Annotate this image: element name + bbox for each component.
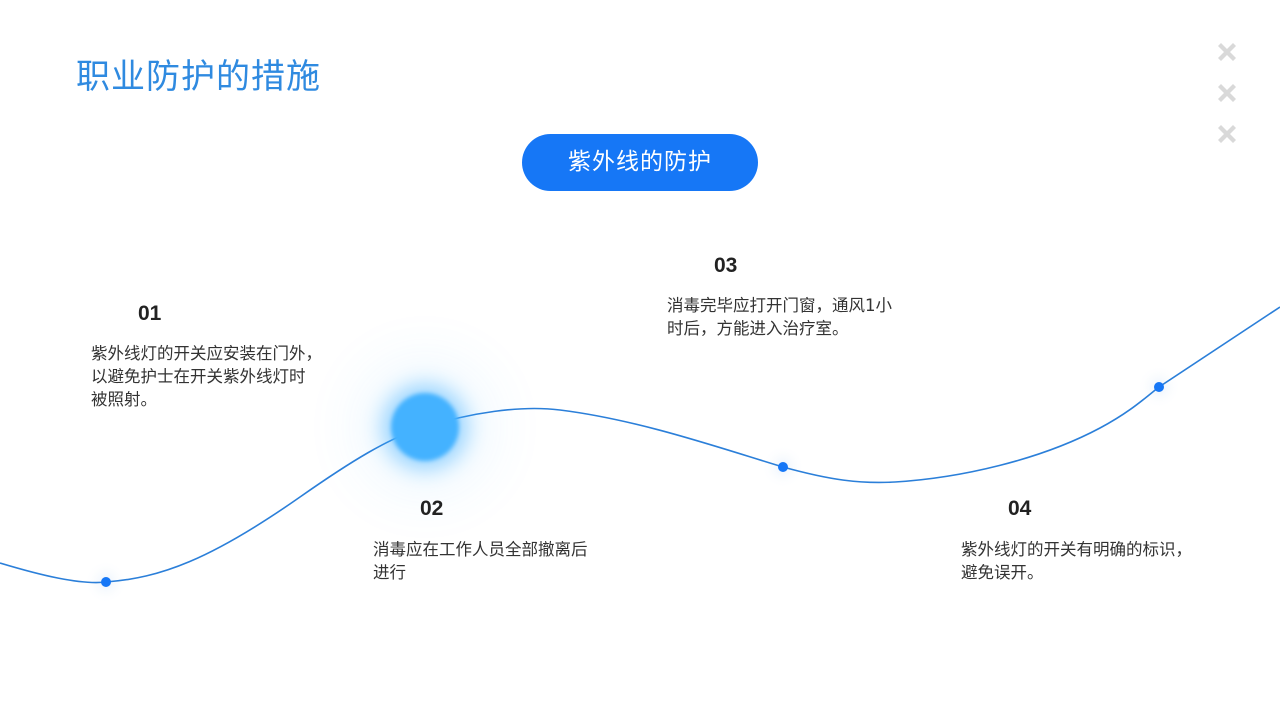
step-text-line: 紫外线灯的开关有明确的标识， bbox=[961, 540, 1192, 559]
step-number-01: 01 bbox=[138, 302, 162, 325]
timeline-dot-01 bbox=[101, 577, 111, 587]
step-text-line: 以避免护士在开关紫外线灯时 bbox=[91, 367, 306, 386]
page-title: 职业防护的措施 bbox=[76, 57, 321, 97]
step-number-03: 03 bbox=[714, 254, 738, 277]
step-number-02: 02 bbox=[420, 497, 444, 520]
section-label-pill: 紫外线的防护 bbox=[522, 134, 758, 191]
timeline-dot-03 bbox=[778, 462, 788, 472]
step-number-04: 04 bbox=[1008, 497, 1032, 520]
step-text-line: 消毒应在工作人员全部撤离后 bbox=[373, 540, 588, 559]
cross-icon bbox=[1218, 43, 1236, 61]
timeline-dot-04 bbox=[1154, 382, 1164, 392]
step-text-04: 紫外线灯的开关有明确的标识， 避免误开。 bbox=[961, 538, 1192, 584]
step-text-03: 消毒完毕应打开门窗，通风1小 时后，方能进入治疗室。 bbox=[667, 294, 892, 340]
step-text-line: 被照射。 bbox=[91, 390, 157, 409]
cross-icon bbox=[1218, 125, 1236, 143]
step-text-line: 紫外线灯的开关应安装在门外， bbox=[91, 344, 322, 363]
decorative-crosses bbox=[1212, 38, 1242, 148]
step-text-01: 紫外线灯的开关应安装在门外， 以避免护士在开关紫外线灯时 被照射。 bbox=[91, 342, 322, 411]
step-text-line: 时后，方能进入治疗室。 bbox=[667, 319, 849, 338]
step-text-02: 消毒应在工作人员全部撤离后 进行 bbox=[373, 538, 588, 584]
timeline-highlight-dot-02 bbox=[391, 393, 459, 461]
step-text-line: 避免误开。 bbox=[961, 563, 1044, 582]
step-text-line: 消毒完毕应打开门窗，通风1小 bbox=[667, 296, 892, 315]
cross-icon bbox=[1218, 84, 1236, 102]
step-text-line: 进行 bbox=[373, 563, 406, 582]
